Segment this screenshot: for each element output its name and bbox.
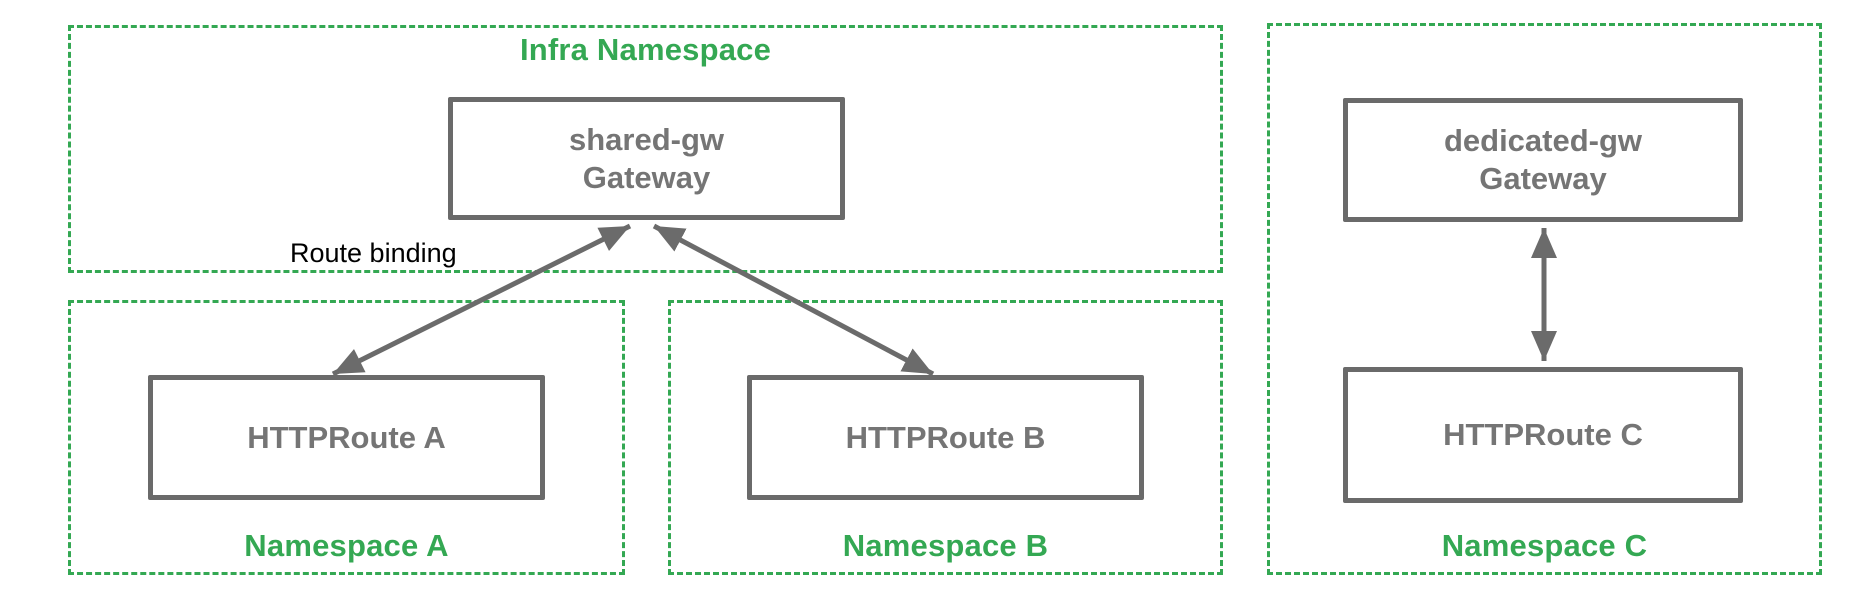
- namespace-b-label: Namespace B: [842, 528, 1049, 563]
- shared-gateway-node: shared-gw Gateway: [448, 97, 845, 220]
- httproute-c-label: HTTPRoute C: [1443, 417, 1643, 452]
- dedicated-gateway-name: dedicated-gw: [1443, 123, 1643, 158]
- route-binding-label: Route binding: [290, 238, 457, 268]
- shared-gateway-kind: Gateway: [582, 159, 711, 195]
- namespace-c-label: Namespace C: [1441, 528, 1648, 563]
- httproute-b-node: HTTPRoute B: [747, 375, 1144, 500]
- namespace-c-group: Namespace C: [1267, 23, 1822, 575]
- httproute-a-label: HTTPRoute A: [247, 419, 446, 455]
- dedicated-gateway-kind: Gateway: [1479, 161, 1607, 196]
- infra-namespace-label: Infra Namespace: [519, 32, 772, 67]
- namespace-b-group: Namespace B: [668, 300, 1223, 575]
- httproute-a-node: HTTPRoute A: [148, 375, 545, 500]
- shared-gateway-name: shared-gw: [568, 121, 725, 157]
- namespace-a-label: Namespace A: [244, 528, 449, 563]
- infra-namespace-group: Infra Namespace: [68, 25, 1223, 273]
- dedicated-gateway-node: dedicated-gw Gateway: [1343, 98, 1743, 222]
- httproute-b-label: HTTPRoute B: [845, 419, 1046, 455]
- httproute-c-node: HTTPRoute C: [1343, 367, 1743, 503]
